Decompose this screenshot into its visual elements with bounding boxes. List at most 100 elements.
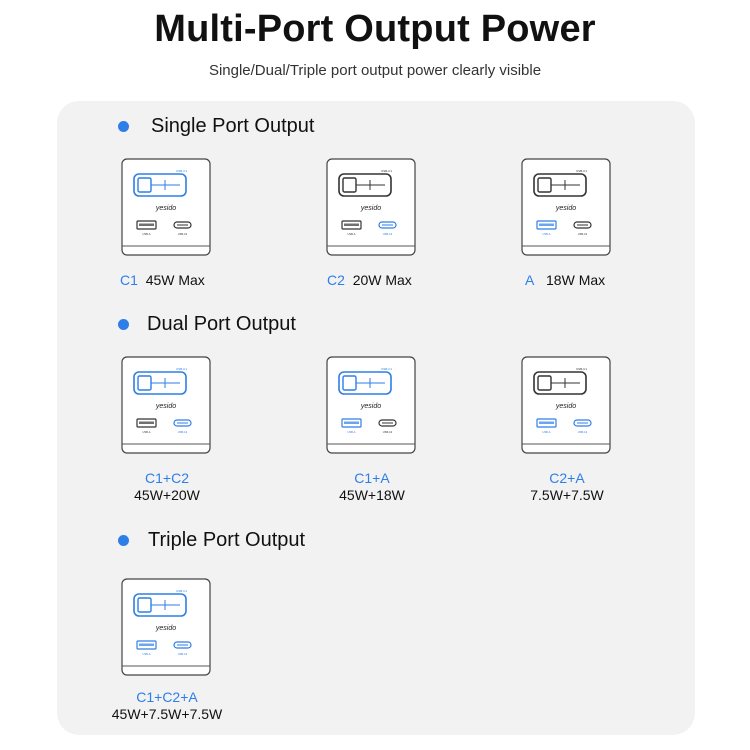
port-label: C1+C2 [145, 470, 189, 486]
usb-c2-port-icon [378, 419, 397, 427]
power-value: 45W+20W [134, 487, 200, 503]
usb-a-port-label: USB-A [143, 652, 151, 656]
port-label: C1+C2+A [136, 689, 198, 705]
usb-c1-port-label: USB-C1 [381, 169, 392, 173]
charger-body [326, 158, 416, 256]
bullet-dot-icon [118, 535, 129, 546]
usb-a-port-icon [136, 220, 157, 230]
usb-a-port-icon [536, 418, 557, 428]
usb-a-port-tongue [344, 421, 359, 424]
usb-c2-port-icon [573, 221, 592, 229]
usb-a-port-tongue [344, 223, 359, 226]
usb-c2-port-icon [173, 419, 192, 427]
brand-logo-text: yesido [155, 625, 176, 632]
usb-a-port-label: USB-A [348, 430, 356, 434]
power-value: 45W+18W [339, 487, 405, 503]
usb-c1-plug-icon [338, 371, 392, 395]
usb-c1-plug-icon [533, 371, 587, 395]
usb-c2-port-label: USB-C2 [578, 430, 588, 434]
usb-a-port-tongue [139, 421, 154, 424]
usb-c2-port-icon [573, 419, 592, 427]
usb-a-port-label: USB-A [543, 232, 551, 236]
usb-a-port-icon [341, 220, 362, 230]
usb-c1-port-label: USB-C1 [176, 169, 187, 173]
brand-logo-text: yesido [555, 205, 576, 212]
usb-c2-port-icon [173, 641, 192, 649]
bullet-dot-icon [118, 319, 129, 330]
power-value: 45W Max [145, 272, 205, 288]
charger-body [121, 578, 211, 676]
bullet-dot-icon [118, 121, 129, 132]
charger-body [521, 158, 611, 256]
brand-logo-text: yesido [155, 403, 176, 410]
power-value: 18W Max [546, 272, 606, 288]
section-title-triple: Triple Port Output [118, 529, 305, 552]
brand-logo-text: yesido [360, 403, 381, 410]
usb-c2-port-label: USB-C2 [578, 232, 588, 236]
usb-c1-port-label: USB-C1 [176, 589, 187, 593]
usb-c2-port-label: USB-C2 [178, 232, 188, 236]
usb-c2-port-icon [173, 221, 192, 229]
usb-a-port-label: USB-A [143, 232, 151, 236]
page-subtitle: Single/Dual/Triple port output power cle… [208, 62, 542, 79]
charger-body [121, 356, 211, 454]
caption-dual-c1-c2: C1+C2 45W+20W [112, 470, 222, 504]
usb-a-port-icon [136, 418, 157, 428]
usb-a-port-label: USB-A [543, 430, 551, 434]
section-title-text: Single Port Output [151, 115, 315, 137]
usb-c1-plug-icon [133, 173, 187, 197]
charger-body [521, 356, 611, 454]
usb-c1-plug-icon [533, 173, 587, 197]
usb-c2-port-label: USB-C2 [178, 652, 188, 656]
usb-c1-port-label: USB-C1 [576, 169, 587, 173]
usb-a-port-label: USB-A [143, 430, 151, 434]
caption-single-c2: C2 20W Max [327, 272, 412, 288]
port-label: C2+A [549, 470, 585, 486]
usb-a-port-tongue [139, 643, 154, 646]
charger-body [326, 356, 416, 454]
section-title-dual: Dual Port Output [118, 313, 296, 336]
usb-c1-plug-icon [133, 371, 187, 395]
brand-logo-text: yesido [360, 205, 381, 212]
port-label: A [525, 272, 535, 288]
usb-c2-port-label: USB-C2 [178, 430, 188, 434]
usb-c1-plug-icon [133, 593, 187, 617]
charger-body [121, 158, 211, 256]
usb-c2-port-label: USB-C2 [383, 430, 393, 434]
usb-c1-plug-icon [338, 173, 392, 197]
usb-a-port-tongue [139, 223, 154, 226]
section-title-text: Triple Port Output [148, 529, 306, 551]
usb-a-port-tongue [539, 223, 554, 226]
power-value: 7.5W+7.5W [530, 487, 604, 503]
usb-c1-port-label: USB-C1 [176, 367, 187, 371]
brand-logo-text: yesido [155, 205, 176, 212]
usb-a-port-tongue [539, 421, 554, 424]
usb-c1-port-label: USB-C1 [381, 367, 392, 371]
page-title: Multi-Port Output Power [154, 8, 596, 50]
usb-a-port-icon [536, 220, 557, 230]
usb-a-port-label: USB-A [348, 232, 356, 236]
caption-triple: C1+C2+A 45W+7.5W+7.5W [102, 689, 232, 723]
port-label: C1+A [354, 470, 390, 486]
usb-c2-port-icon [378, 221, 397, 229]
brand-logo-text: yesido [555, 403, 576, 410]
caption-dual-c1-a: C1+A 45W+18W [317, 470, 427, 504]
power-value: 20W Max [352, 272, 412, 288]
power-value: 45W+7.5W+7.5W [111, 706, 223, 722]
section-title-single: Single Port Output [118, 115, 314, 138]
caption-dual-c2-a: C2+A 7.5W+7.5W [512, 470, 622, 504]
caption-single-a: A 18W Max [525, 272, 605, 288]
usb-c2-port-label: USB-C2 [383, 232, 393, 236]
usb-a-port-icon [341, 418, 362, 428]
usb-c1-port-label: USB-C1 [576, 367, 587, 371]
section-title-text: Dual Port Output [147, 313, 296, 335]
usb-a-port-icon [136, 640, 157, 650]
caption-single-c1: C1 45W Max [120, 272, 205, 288]
